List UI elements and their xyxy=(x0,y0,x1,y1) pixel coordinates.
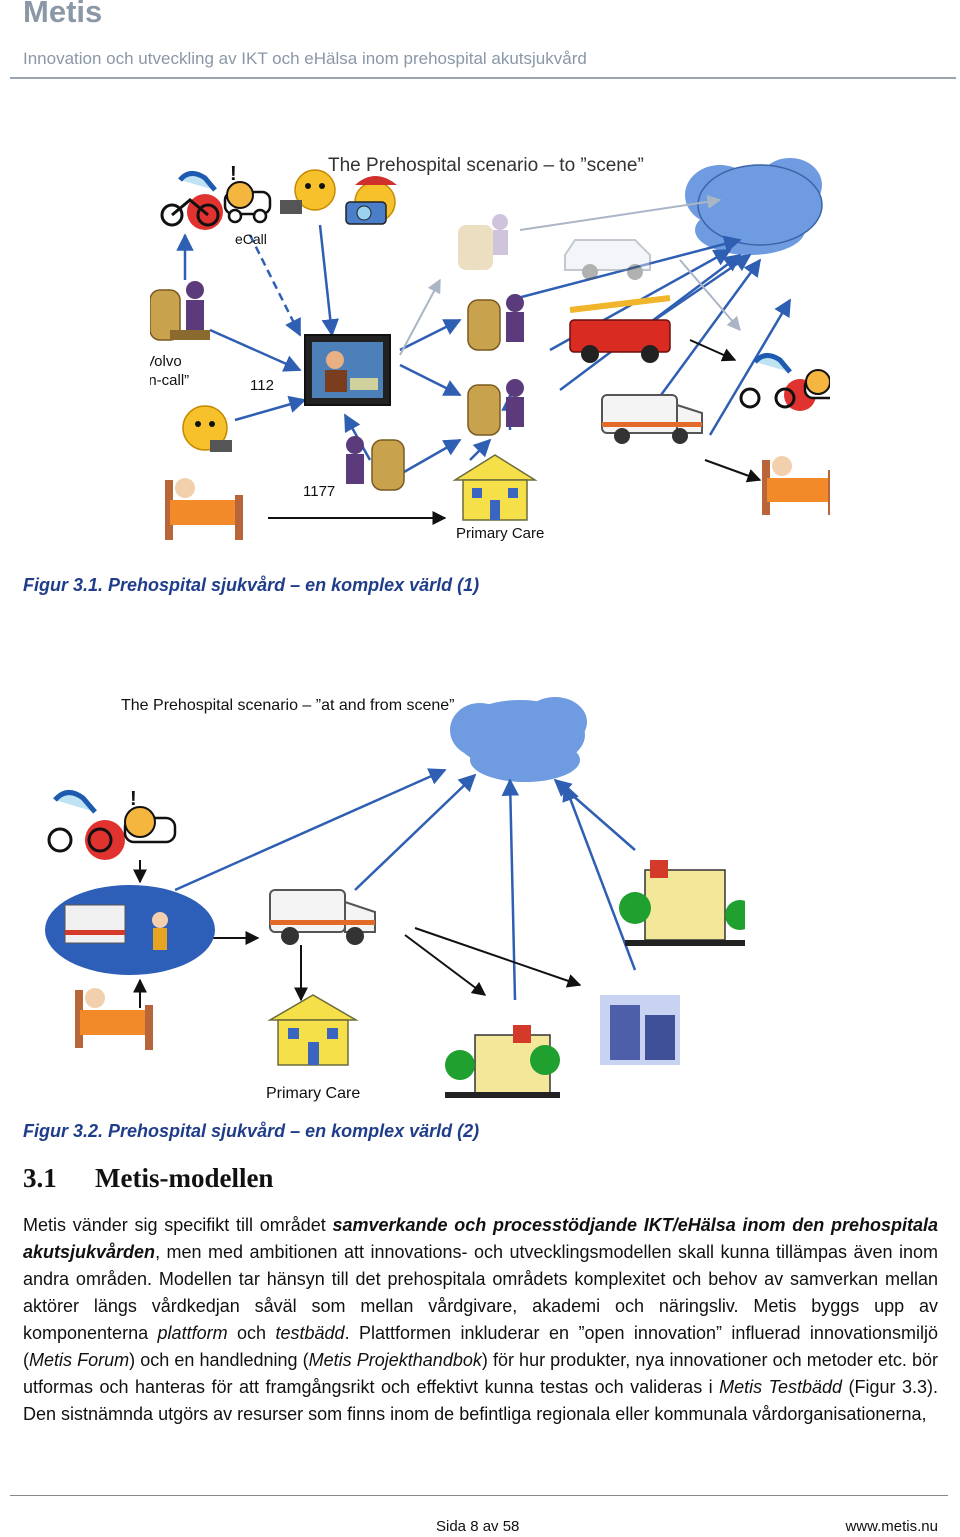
figure-2-diagram: The Prehospital scenario – ”at and from … xyxy=(45,697,745,1102)
primary-care-house-icon xyxy=(452,454,538,521)
body-paragraph: Metis vänder sig specifikt till området … xyxy=(23,1212,938,1428)
label-ecall: eCall xyxy=(235,231,267,247)
text-run: och xyxy=(227,1323,276,1343)
accident-icon: ! xyxy=(47,788,177,860)
text-run: . Plattformen inkluderar en ”open innova… xyxy=(23,1323,938,1370)
operator-right-bottom-icon xyxy=(467,379,524,436)
text-run: (Figur 3.3). Den sistnämnda utgörs av re… xyxy=(23,1377,938,1424)
figure-2: The Prehospital scenario – ”at and from … xyxy=(35,690,745,1110)
figure-1-caption: Figur 3.1. Prehospital sjukvård – en kom… xyxy=(23,575,480,595)
police-car-icon xyxy=(564,239,651,280)
accident-icon: ! xyxy=(160,163,272,230)
cloud-icon xyxy=(685,158,823,255)
header-divider xyxy=(10,77,956,79)
fire-truck-icon xyxy=(569,295,671,363)
accident-right-icon xyxy=(739,353,830,411)
patient-bed-icon xyxy=(75,988,153,1050)
text-run: ) för hur produkter, nya innovationer oc… xyxy=(23,1350,939,1397)
rescue-scene-icon xyxy=(45,885,215,975)
label-oncall: ”on-call” xyxy=(150,372,189,389)
cloud-icon xyxy=(450,697,587,782)
smiley-phone-left-icon xyxy=(182,405,232,452)
svg-text:!: ! xyxy=(130,788,137,810)
svg-text:!: ! xyxy=(230,163,237,185)
header-title: Metis xyxy=(23,0,103,29)
label-primary-care-1: Primary Care xyxy=(456,525,544,542)
figure-1-diagram: The Prehospital scenario – to ”scene” xyxy=(150,155,830,542)
text-run: ) och en handledning ( xyxy=(129,1350,309,1370)
office-building-icon xyxy=(600,995,680,1065)
text-emphasis: Metis Testbädd xyxy=(719,1377,843,1397)
label-volvo: Volvo xyxy=(150,353,182,370)
text-emphasis: testbädd xyxy=(275,1323,345,1343)
text-emphasis: Metis Projekthandbok xyxy=(308,1350,482,1370)
section-heading: 3.1 Metis-modellen xyxy=(23,1163,273,1194)
operator-volvo-icon xyxy=(150,281,210,341)
page-number: Sida 8 av 58 xyxy=(436,1518,520,1535)
figure-2-caption: Figur 3.2. Prehospital sjukvård – en kom… xyxy=(23,1121,480,1141)
hospital-bottom-icon xyxy=(445,1025,560,1098)
figure-1-heading: The Prehospital scenario – to ”scene” xyxy=(328,155,644,176)
header-subtitle: Innovation och utveckling av IKT och eHä… xyxy=(23,49,587,68)
figure-2-heading: The Prehospital scenario – ”at and from … xyxy=(121,697,455,714)
footer-divider xyxy=(10,1495,948,1496)
section-number: 3.1 xyxy=(23,1163,57,1193)
operator-1177-icon xyxy=(346,436,405,491)
text-emphasis: Metis Forum xyxy=(29,1350,130,1370)
text-emphasis: samverkande och processtödjande IKT/eHäl… xyxy=(23,1215,938,1262)
patient-bed-right-icon xyxy=(762,456,830,515)
smiley-phone-icon xyxy=(280,169,336,214)
operator-right-top-icon xyxy=(467,294,524,351)
text-run: , men med ambitionen att innovations- oc… xyxy=(23,1242,938,1343)
dispatcher-icon xyxy=(304,334,391,406)
label-1177: 1177 xyxy=(303,483,335,500)
figure-2-arrows xyxy=(174,768,637,1001)
label-112: 112 xyxy=(250,377,274,394)
patient-bed-icon xyxy=(165,478,243,540)
section-title: Metis-modellen xyxy=(95,1163,274,1193)
label-primary-care-2: Primary Care xyxy=(266,1085,360,1102)
figure-1: The Prehospital scenario – to ”scene” xyxy=(150,140,830,560)
ambulance-icon xyxy=(601,394,703,444)
text-emphasis: plattform xyxy=(157,1323,228,1343)
hospital-icon xyxy=(619,860,745,946)
operator-faded-icon xyxy=(458,214,508,270)
ambulance-icon xyxy=(269,889,376,945)
text-run: Metis vänder sig specifikt till området xyxy=(23,1215,333,1235)
smiley-camera-icon xyxy=(345,176,397,225)
primary-care-house-icon xyxy=(267,994,359,1066)
footer-website-link[interactable]: www.metis.nu xyxy=(845,1518,938,1535)
